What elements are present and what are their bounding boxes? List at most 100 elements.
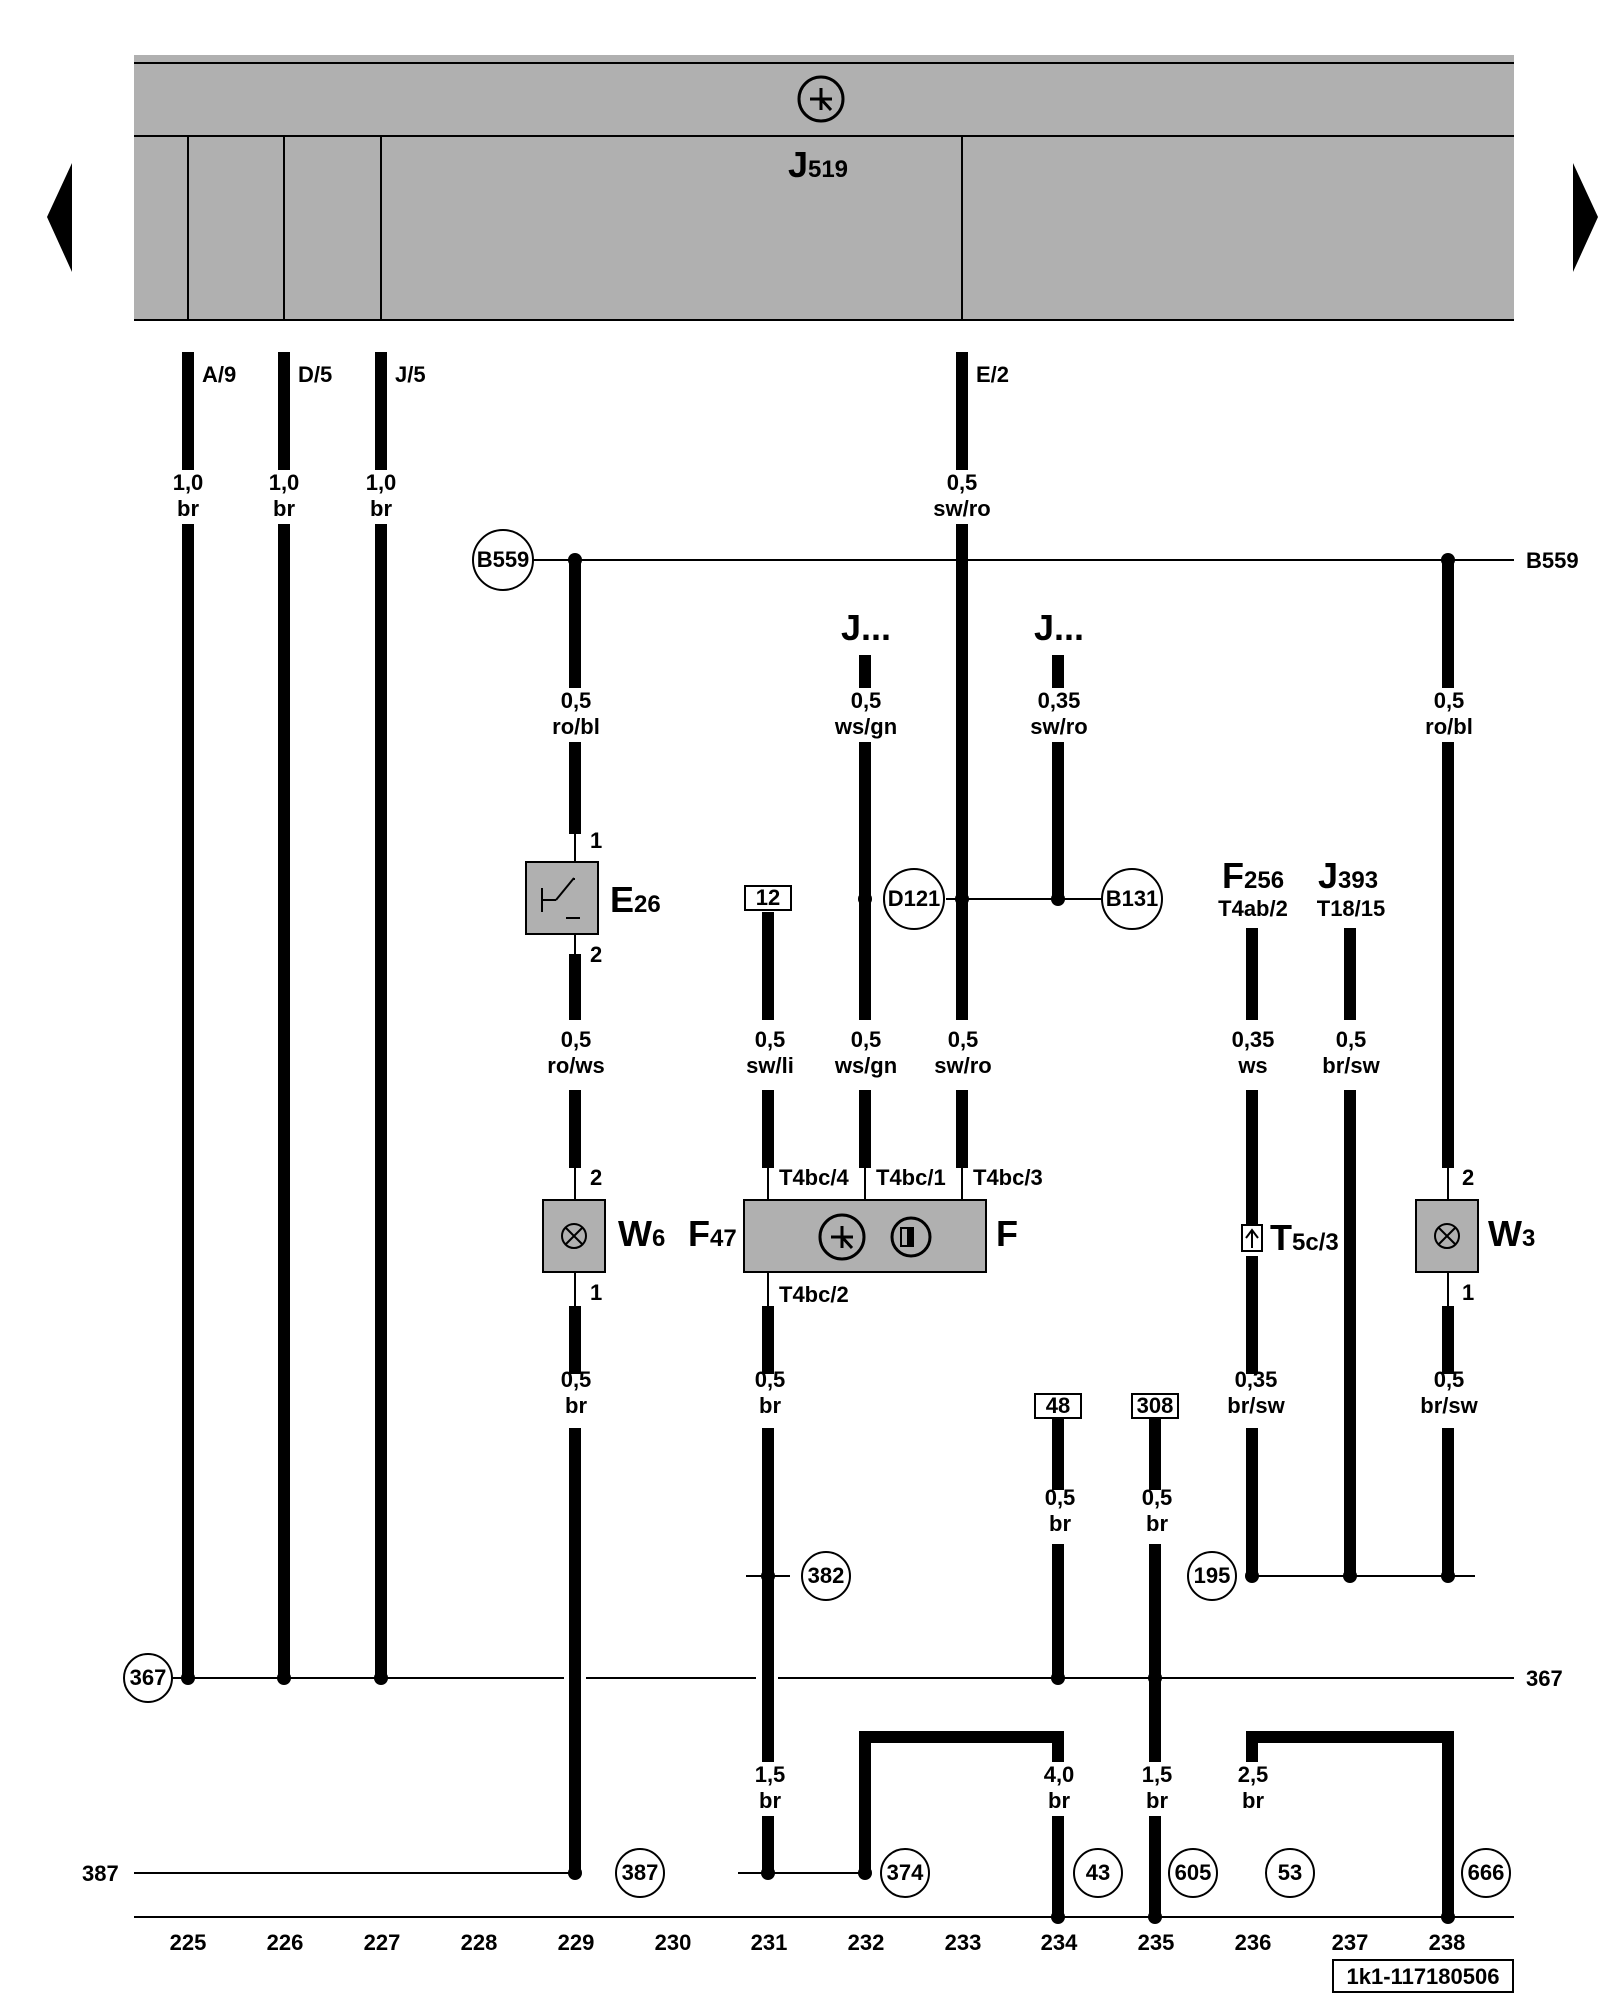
svg-text:br: br — [1146, 1511, 1168, 1536]
circled-ref-605: 605 — [1168, 1848, 1218, 1898]
f-label: F — [996, 1213, 1018, 1254]
svg-text:br: br — [273, 496, 295, 521]
svg-text:0,5: 0,5 — [947, 470, 978, 495]
document-id-box: 1k1-117180506 — [1332, 1959, 1514, 1993]
circled-ref-d121: D121 — [883, 868, 945, 930]
j519-label: J519 — [788, 144, 848, 185]
svg-text:br: br — [565, 1393, 587, 1418]
svg-text:1,5: 1,5 — [755, 1762, 786, 1787]
svg-text:br/sw: br/sw — [1322, 1053, 1380, 1078]
pin-a9-label: A/9 — [202, 362, 236, 387]
svg-text:0,5: 0,5 — [561, 688, 592, 713]
367-right-label: 367 — [1526, 1666, 1563, 1691]
svg-text:ws: ws — [1237, 1053, 1267, 1078]
j393-label: J393 — [1318, 855, 1378, 896]
wire-labels: 1,0 br 1,0 br 1,0 br 0,5 sw/ro 0,5 ro/bl… — [173, 470, 1479, 1813]
j-dots-label-1: J... — [841, 607, 891, 648]
svg-text:0,5: 0,5 — [755, 1027, 786, 1052]
next-page-arrow-icon[interactable] — [1573, 163, 1598, 272]
svg-text:0,5: 0,5 — [561, 1027, 592, 1052]
svg-text:195: 195 — [1194, 1563, 1231, 1588]
svg-text:382: 382 — [808, 1563, 845, 1588]
svg-text:12: 12 — [756, 885, 780, 910]
w6-pin-1: 1 — [590, 1280, 602, 1305]
svg-text:sw/ro: sw/ro — [1030, 714, 1087, 739]
svg-text:237: 237 — [1332, 1930, 1369, 1955]
svg-text:666: 666 — [1468, 1860, 1505, 1885]
pin-e2-label: E/2 — [976, 362, 1009, 387]
b559-right-label: B559 — [1526, 548, 1579, 573]
pin-j5-label: J/5 — [395, 362, 426, 387]
boxed-ref-48: 48 — [1034, 1393, 1082, 1419]
svg-text:0,35: 0,35 — [1235, 1367, 1278, 1392]
svg-text:2,5: 2,5 — [1238, 1762, 1269, 1787]
svg-text:0,5: 0,5 — [1336, 1027, 1367, 1052]
circled-ref-387: 387 — [615, 1848, 665, 1898]
svg-text:308: 308 — [1137, 1393, 1174, 1418]
circled-ref-b131: B131 — [1101, 868, 1163, 930]
component-f47-f — [743, 1199, 987, 1273]
f47-label: F47 — [688, 1213, 737, 1254]
svg-text:229: 229 — [558, 1930, 595, 1955]
svg-text:1,0: 1,0 — [366, 470, 397, 495]
svg-text:br: br — [1146, 1788, 1168, 1813]
svg-text:43: 43 — [1086, 1860, 1110, 1885]
j393-pin: T18/15 — [1317, 896, 1386, 921]
boxed-ref-12: 12 — [744, 885, 792, 911]
svg-text:br/sw: br/sw — [1420, 1393, 1478, 1418]
svg-text:235: 235 — [1138, 1930, 1175, 1955]
circled-ref-666: 666 — [1461, 1848, 1511, 1898]
w3-pin-2: 2 — [1462, 1165, 1474, 1190]
svg-text:231: 231 — [751, 1930, 788, 1955]
lamp-w6 — [542, 1199, 606, 1273]
svg-text:0,35: 0,35 — [1038, 688, 1081, 713]
svg-text:br: br — [759, 1393, 781, 1418]
svg-text:1,0: 1,0 — [173, 470, 204, 495]
svg-text:ws/gn: ws/gn — [834, 714, 897, 739]
svg-text:225: 225 — [170, 1930, 207, 1955]
svg-text:B131: B131 — [1106, 886, 1159, 911]
circled-ref-b559: B559 — [472, 529, 534, 591]
svg-text:0,5: 0,5 — [1434, 688, 1465, 713]
svg-text:1,0: 1,0 — [269, 470, 300, 495]
switch-e26 — [525, 861, 599, 935]
svg-text:br: br — [1049, 1511, 1071, 1536]
w6-pin-2: 2 — [590, 1165, 602, 1190]
svg-text:233: 233 — [945, 1930, 982, 1955]
w3-pin-1: 1 — [1462, 1280, 1474, 1305]
circled-ref-374: 374 — [880, 1848, 930, 1898]
svg-text:br/sw: br/sw — [1227, 1393, 1285, 1418]
svg-text:234: 234 — [1041, 1930, 1078, 1955]
connector-t5c3 — [1241, 1224, 1263, 1252]
svg-text:br: br — [177, 496, 199, 521]
column-numbers: 225 226 227 228 229 230 231 232 233 234 … — [170, 1930, 1466, 1955]
svg-text:236: 236 — [1235, 1930, 1272, 1955]
boxed-ref-308: 308 — [1131, 1393, 1179, 1419]
svg-text:48: 48 — [1046, 1393, 1070, 1418]
svg-text:ro/bl: ro/bl — [552, 714, 600, 739]
circled-ref-195: 195 — [1187, 1551, 1237, 1601]
svg-text:br: br — [759, 1788, 781, 1813]
t4bc3-pin: T4bc/3 — [973, 1165, 1043, 1190]
svg-text:0,5: 0,5 — [1045, 1485, 1076, 1510]
t4bc1-pin: T4bc/1 — [876, 1165, 946, 1190]
f256-label: F256 — [1222, 855, 1284, 896]
svg-text:0,5: 0,5 — [851, 1027, 882, 1052]
svg-text:1k1-117180506: 1k1-117180506 — [1347, 1964, 1500, 1989]
pin-d5-label: D/5 — [298, 362, 332, 387]
svg-text:4,0: 4,0 — [1044, 1762, 1075, 1787]
electronic-component-icon — [797, 75, 845, 123]
svg-text:B559: B559 — [477, 547, 530, 572]
prev-page-arrow-icon[interactable] — [47, 163, 72, 272]
e26-pin-2: 2 — [590, 942, 602, 967]
svg-text:ro/ws: ro/ws — [547, 1053, 604, 1078]
t4bc4-pin: T4bc/4 — [779, 1165, 849, 1190]
svg-text:sw/li: sw/li — [746, 1053, 794, 1078]
svg-text:0,5: 0,5 — [948, 1027, 979, 1052]
svg-text:br: br — [370, 496, 392, 521]
svg-text:sw/ro: sw/ro — [933, 496, 990, 521]
svg-text:374: 374 — [887, 1860, 924, 1885]
svg-text:387: 387 — [622, 1860, 659, 1885]
